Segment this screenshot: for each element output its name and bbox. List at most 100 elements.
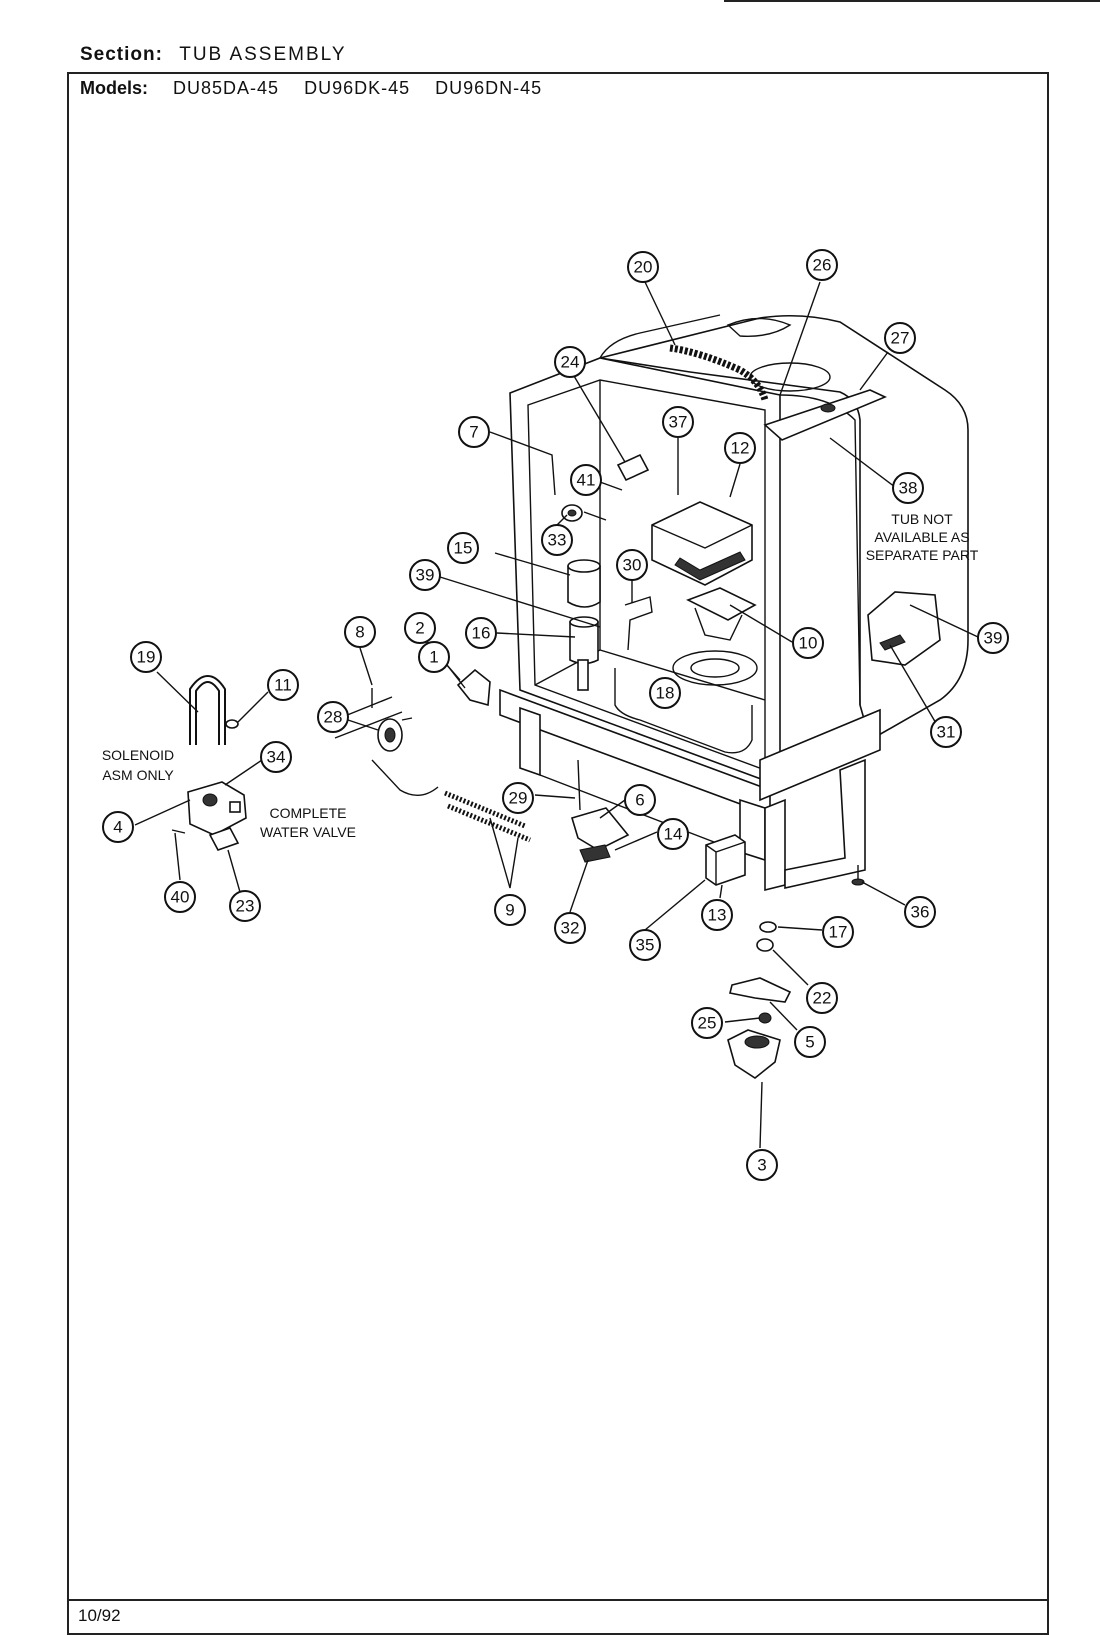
note-tub: TUB NOT AVAILABLE AS SEPARATE PART (866, 511, 979, 563)
svg-text:COMPLETE: COMPLETE (269, 805, 346, 821)
latch-part (616, 453, 650, 482)
svg-text:14: 14 (664, 825, 683, 844)
callout-14: 14 (657, 818, 689, 850)
callout-35: 35 (629, 929, 661, 961)
top-bracket-hole (820, 403, 836, 413)
callout-32: 32 (554, 912, 586, 944)
svg-text:39: 39 (416, 566, 435, 585)
callout-22: 22 (806, 982, 838, 1014)
callout-13: 13 (701, 899, 733, 931)
svg-text:4: 4 (113, 818, 122, 837)
gear-wheel (371, 717, 439, 796)
callout-20: 20 (627, 251, 659, 283)
lower-rack-part (686, 587, 757, 641)
bracket-clip (579, 844, 611, 863)
callout-17: 17 (822, 916, 854, 948)
svg-text:25: 25 (698, 1014, 717, 1033)
svg-text:2: 2 (415, 619, 424, 638)
leveling-foot (727, 1029, 781, 1079)
models-header: Models: DU85DA-45 DU96DK-45 DU96DN-45 (80, 78, 562, 99)
svg-text:30: 30 (623, 556, 642, 575)
svg-text:19: 19 (137, 648, 156, 667)
svg-text:18: 18 (656, 684, 675, 703)
callout-39-a: 39 (409, 559, 441, 591)
callout-37: 37 (662, 406, 694, 438)
washer-17 (759, 921, 777, 933)
washer-22 (756, 938, 774, 952)
door-springs (444, 790, 531, 843)
svg-text:11: 11 (274, 676, 292, 695)
wire-bracket (624, 596, 653, 651)
svg-text:24: 24 (561, 353, 580, 372)
svg-text:6: 6 (635, 791, 644, 810)
svg-text:33: 33 (548, 531, 567, 550)
callout-8: 8 (344, 616, 376, 648)
svg-text:17: 17 (829, 923, 848, 942)
foot-plate (729, 977, 792, 1003)
svg-text:38: 38 (899, 479, 918, 498)
svg-text:32: 32 (561, 919, 580, 938)
callout-27: 27 (884, 322, 916, 354)
svg-text:12: 12 (731, 439, 750, 458)
svg-text:3: 3 (757, 1156, 766, 1175)
base-frame (499, 688, 881, 892)
callout-26: 26 (806, 249, 838, 281)
callout-9: 9 (494, 894, 526, 926)
callout-38: 38 (892, 472, 924, 504)
hose-clamp (225, 719, 239, 729)
callout-40: 40 (164, 881, 196, 913)
callout-15: 15 (447, 532, 479, 564)
long-screw (577, 759, 581, 811)
model-3: DU96DN-45 (435, 78, 543, 98)
callout-31: 31 (930, 716, 962, 748)
svg-text:22: 22 (813, 989, 832, 1008)
exploded-parts-diagram: SOLENOID ASM ONLY COMPLETE WATER VALVE T… (102, 249, 1009, 1181)
heating-element (614, 668, 753, 754)
model-1: DU85DA-45 (173, 78, 280, 98)
svg-text:10: 10 (799, 634, 818, 653)
callout-16: 16 (465, 617, 497, 649)
callout-4: 4 (102, 811, 134, 843)
svg-text:8: 8 (355, 623, 364, 642)
junction-box (705, 834, 746, 886)
hinge-bracket (456, 668, 491, 707)
svg-text:27: 27 (891, 329, 910, 348)
callout-41: 41 (570, 464, 602, 496)
svg-text:23: 23 (236, 897, 255, 916)
svg-text:13: 13 (708, 906, 727, 925)
callout-30: 30 (616, 549, 648, 581)
svg-text:7: 7 (469, 423, 478, 442)
callout-7: 7 (458, 416, 490, 448)
svg-text:31: 31 (937, 723, 956, 742)
svg-text:35: 35 (636, 936, 655, 955)
callout-25: 25 (691, 1007, 723, 1039)
svg-text:20: 20 (634, 258, 653, 277)
callout-28: 28 (317, 701, 349, 733)
section-header: Section: TUB ASSEMBLY (80, 44, 347, 66)
svg-text:TUB NOT: TUB NOT (891, 511, 953, 527)
section-value: TUB ASSEMBLY (179, 44, 347, 65)
callout-34: 34 (260, 741, 292, 773)
callout-2: 2 (404, 612, 436, 644)
callout-10: 10 (792, 627, 824, 659)
svg-text:1: 1 (429, 648, 438, 667)
callout-33: 33 (541, 524, 573, 556)
svg-text:41: 41 (577, 471, 596, 490)
top-edge-line (724, 0, 1100, 2)
model-2: DU96DK-45 (304, 78, 411, 98)
svg-text:39: 39 (984, 629, 1003, 648)
svg-text:34: 34 (267, 748, 286, 767)
svg-text:40: 40 (171, 888, 190, 907)
footer-date: 10/92 (78, 1606, 121, 1625)
models-label: Models: (80, 78, 149, 98)
callout-11: 11 (267, 669, 299, 701)
svg-text:5: 5 (805, 1033, 814, 1052)
svg-text:28: 28 (324, 708, 343, 727)
section-label: Section: (80, 44, 163, 65)
svg-text:15: 15 (454, 539, 473, 558)
callout-39-b: 39 (977, 622, 1009, 654)
callout-23: 23 (229, 890, 261, 922)
valve-screw (171, 829, 186, 834)
callout-24: 24 (554, 346, 586, 378)
callout-3: 3 (746, 1149, 778, 1181)
